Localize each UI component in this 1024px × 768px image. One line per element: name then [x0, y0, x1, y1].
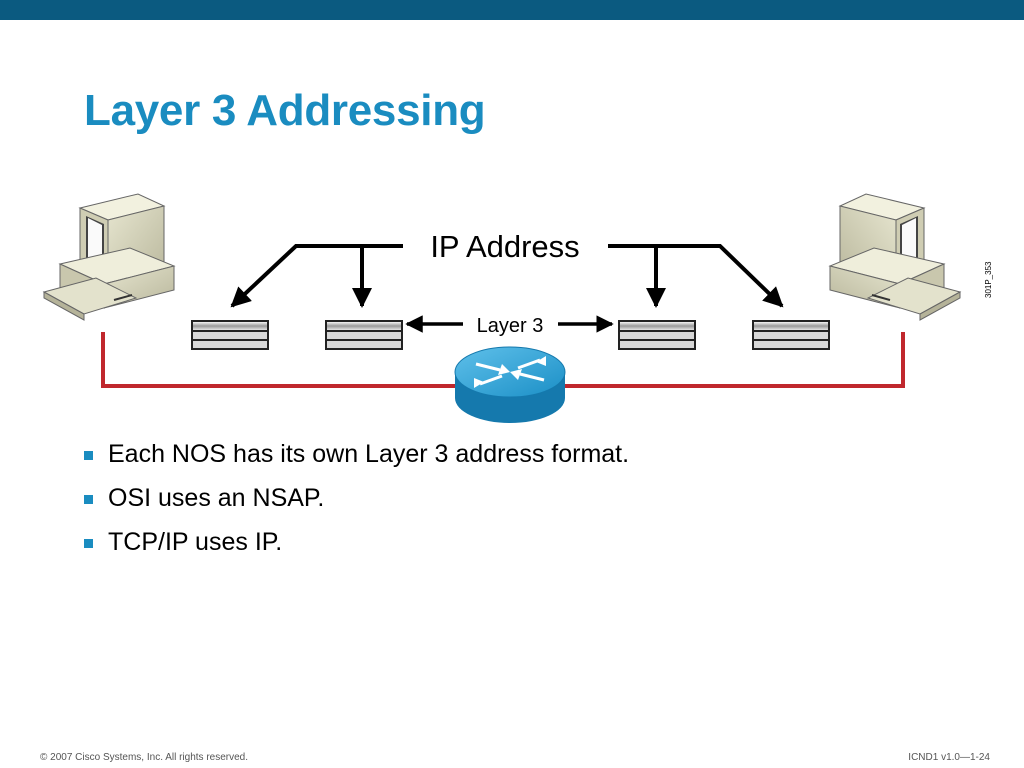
ip-address-arrows	[230, 244, 784, 308]
bullet-text: TCP/IP uses IP.	[108, 528, 283, 556]
bullet-item: Each NOS has its own Layer 3 address for…	[84, 440, 629, 484]
router-icon	[454, 346, 566, 423]
bullet-text: OSI uses an NSAP.	[108, 484, 325, 512]
bullet-square-icon	[84, 451, 93, 460]
stack-block-4	[752, 320, 830, 350]
stack-block-1	[191, 320, 269, 350]
header-bar	[0, 0, 1024, 20]
page-title: Layer 3 Addressing	[84, 86, 486, 135]
bullet-list: Each NOS has its own Layer 3 address for…	[84, 440, 629, 572]
right-computer-icon	[828, 193, 962, 321]
ip-address-label: IP Address	[430, 229, 579, 264]
figure-id: 301P_353	[984, 261, 993, 298]
footer-course-id: ICND1 v1.0—1-24	[908, 752, 990, 763]
stack-block-2	[325, 320, 403, 350]
bullet-item: TCP/IP uses IP.	[84, 528, 629, 572]
left-computer-icon	[42, 193, 176, 321]
footer-copyright: © 2007 Cisco Systems, Inc. All rights re…	[40, 752, 249, 763]
layer3-label: Layer 3	[477, 315, 544, 337]
network-diagram: IP Address Layer 3 301P_353	[42, 193, 993, 423]
bullet-text: Each NOS has its own Layer 3 address for…	[108, 440, 630, 468]
bullet-square-icon	[84, 495, 93, 504]
stack-block-3	[618, 320, 696, 350]
bullet-item: OSI uses an NSAP.	[84, 484, 629, 528]
bullet-square-icon	[84, 539, 93, 548]
